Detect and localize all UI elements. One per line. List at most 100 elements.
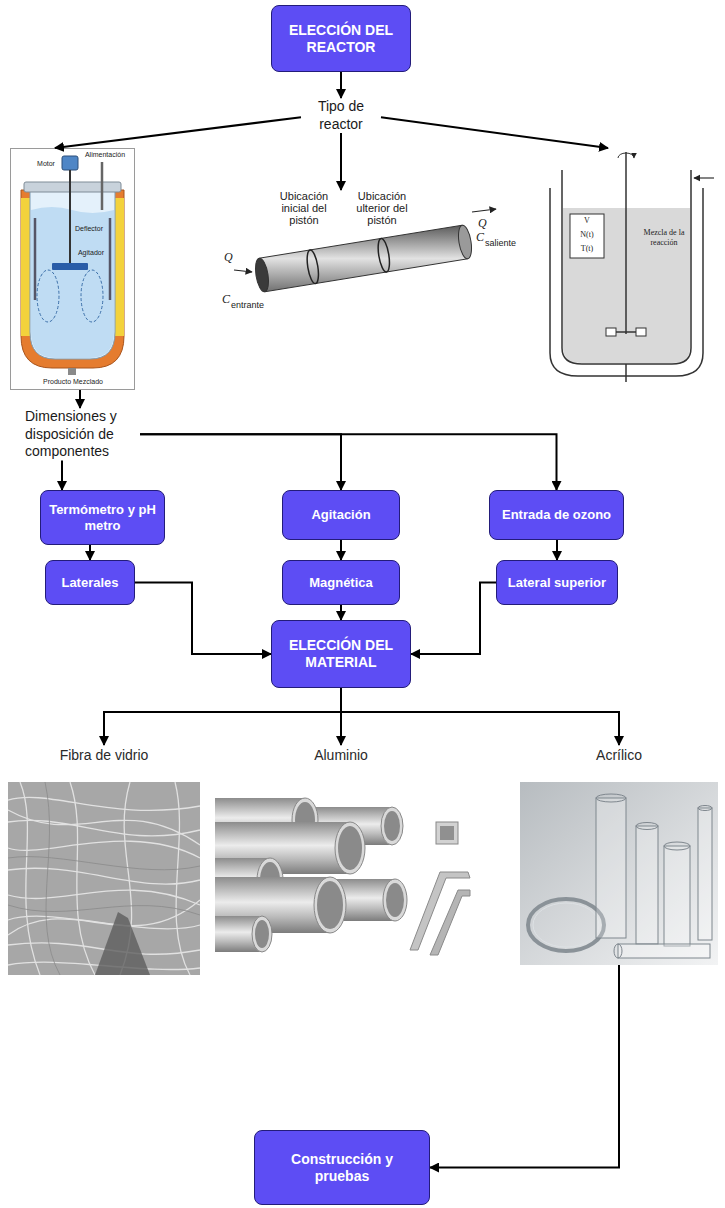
fiber	[8, 890, 200, 905]
flow-arrow	[381, 117, 608, 148]
shaft	[625, 152, 627, 334]
tube-end	[335, 822, 365, 874]
figure-label: Motor	[30, 159, 62, 168]
tube-rim	[664, 842, 690, 850]
process-box: Magnética	[282, 560, 400, 605]
fiber	[8, 857, 200, 870]
vessel	[30, 190, 115, 359]
tube-bore	[255, 920, 269, 948]
impeller-blade	[606, 328, 616, 336]
box-label: Agitación	[311, 507, 370, 523]
aluminium-photo	[208, 782, 474, 960]
flow-arrow	[556, 540, 558, 560]
tube-rim	[698, 806, 712, 811]
acrylic-tube	[698, 808, 712, 940]
step-label: Dimensiones y disposición de componentes	[25, 408, 140, 461]
square-bore	[440, 826, 454, 840]
figure-label: Producto Mezclado	[30, 377, 116, 386]
tube-end	[252, 916, 272, 952]
tube-end	[456, 224, 473, 259]
figure-label: N(t)	[572, 230, 602, 240]
step-text: Dimensiones y disposición de componentes	[25, 408, 140, 461]
flow-arrow	[135, 583, 271, 655]
figure-label: V	[572, 216, 602, 226]
baffle	[109, 218, 112, 300]
square-tube	[436, 822, 458, 844]
box-label: Lateral superior	[508, 575, 606, 591]
step-label: Tipo de reactor	[301, 98, 381, 133]
tube-bore	[384, 811, 400, 841]
cstr-figure: V N(t) T(t) Mezcla de la reacción	[538, 148, 718, 386]
tube-opening	[253, 257, 270, 292]
figure-label: Ubicación ulterior del pistón	[350, 190, 414, 226]
material-figure: Acrílico	[520, 745, 718, 965]
stirred-tank-figure: MotorAlimentaciónDeflectorAgitadorProduc…	[10, 148, 135, 390]
flow-arrow	[472, 209, 496, 212]
inlet-arrow	[694, 177, 714, 178]
process-box: Entrada de ozono	[489, 490, 624, 540]
fiber	[8, 820, 200, 836]
tube-bore	[386, 883, 404, 917]
jacket-side	[115, 198, 124, 336]
flow-arrow	[79, 390, 81, 408]
feed-pipe	[101, 162, 104, 210]
figure-label: T(t)	[572, 244, 602, 254]
photo-ground	[208, 782, 474, 960]
fiber	[8, 905, 200, 915]
impeller	[52, 263, 88, 270]
box-label: Construcción y pruebas	[263, 1151, 421, 1185]
flow-arrow	[234, 270, 252, 272]
figure-label: Mezcla de la reacción	[640, 228, 688, 248]
photo-ground	[520, 782, 718, 965]
heating-jacket	[21, 190, 124, 368]
figure-label: Agitador	[74, 248, 108, 257]
flow-arrow	[430, 965, 619, 1168]
box-label: Magnética	[309, 575, 373, 591]
outlet	[625, 364, 627, 382]
tube-end	[381, 807, 403, 845]
angle-profile	[430, 890, 470, 955]
flow-loop	[37, 270, 59, 322]
process-box: Laterales	[45, 560, 135, 605]
fiber-shadows	[8, 782, 200, 975]
process-box: ELECCIÓN DEL REACTOR	[271, 5, 411, 72]
acrylic-tube	[664, 846, 690, 946]
figure-label: Q	[224, 250, 238, 264]
material-label: Aluminio	[208, 747, 474, 763]
figure-label: Ubicación inicial del pistón	[272, 190, 336, 226]
acrylic-tube	[636, 826, 658, 944]
flow-arrow	[140, 434, 557, 490]
plug-flow-art	[234, 209, 496, 293]
jacket-side	[21, 198, 30, 336]
step-text: Tipo de reactor	[301, 98, 381, 133]
vessel-lid	[24, 182, 121, 192]
motor	[62, 156, 78, 170]
material-label: Acrílico	[520, 747, 718, 763]
fiber	[8, 810, 200, 845]
box-label: ELECCIÓN DEL REACTOR	[280, 22, 402, 56]
flow-arrow	[340, 540, 342, 560]
process-box: Construcción y pruebas	[254, 1130, 430, 1205]
stirred-tank-art	[11, 149, 135, 390]
tube-bore	[317, 881, 343, 929]
process-box: Lateral superior	[496, 560, 618, 605]
tube-bore	[338, 826, 362, 870]
flow-arrow	[411, 583, 496, 655]
outlet	[68, 368, 76, 375]
figure-label: entrante	[231, 300, 277, 311]
box-label: Laterales	[61, 575, 118, 591]
flow-arrow	[341, 688, 619, 745]
flow-arrow	[89, 545, 91, 560]
tube-rim	[596, 794, 626, 802]
figure-label: Q	[478, 216, 492, 230]
flow-arrow	[104, 688, 341, 745]
process-box: Agitación	[282, 490, 400, 540]
impeller-hub	[616, 331, 636, 333]
acrylic-ring	[528, 899, 604, 951]
state-box	[570, 214, 604, 258]
figure-label: saliente	[485, 238, 525, 249]
photo-ground	[8, 782, 200, 975]
impeller-blade	[636, 328, 646, 336]
flow-arrow	[340, 72, 342, 98]
fiber	[70, 782, 95, 975]
